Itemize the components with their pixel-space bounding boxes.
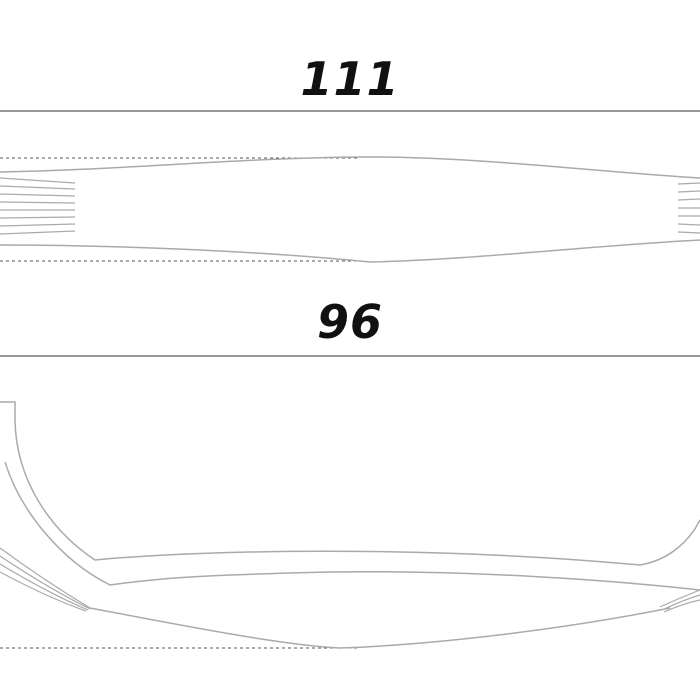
top-dimension-label: 111 [0,52,700,106]
top-view-bar-lower-edge [0,239,700,263]
front-view-outer-curve [4,461,700,591]
front-view-inner-arc [14,419,700,566]
front-view-right-grip [659,589,700,613]
top-view-left-grip [0,177,76,235]
top-view-right-grip [677,182,700,234]
top-view-bar-upper-edge [0,156,700,179]
bottom-dimension-value: 96 [306,295,393,349]
bottom-dimension-label: 96 [0,295,700,349]
front-view-left-grip [0,547,91,612]
top-dimension-value: 111 [290,52,410,106]
front-view-left-tip [0,401,16,420]
front-view-lower-bar [89,607,671,649]
